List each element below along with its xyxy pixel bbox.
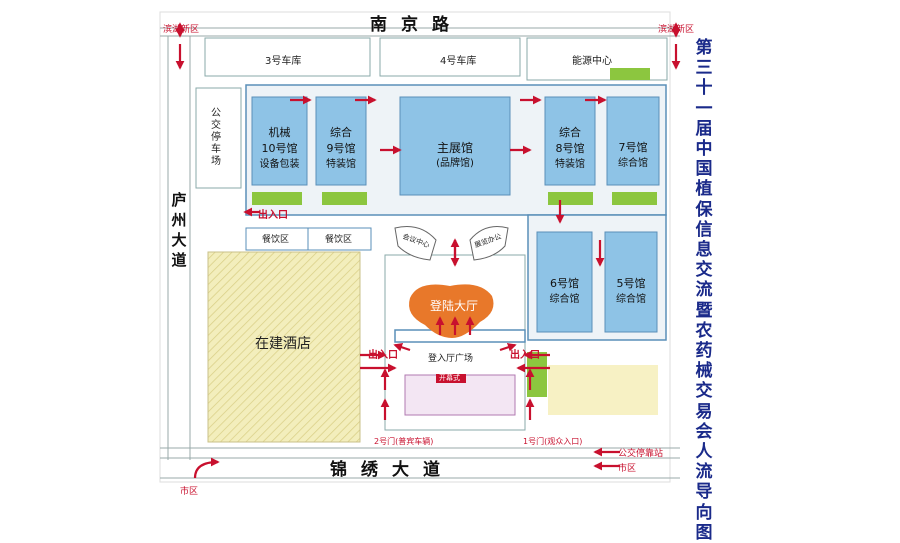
hall-main-label: 主展馆 (品牌馆) — [400, 140, 510, 172]
hall-8-label: 综合 8号馆 特装馆 — [545, 125, 595, 173]
road-west: 庐州大道 — [171, 191, 187, 269]
road-north: 南京路 — [370, 15, 463, 35]
hall-5 — [604, 231, 658, 333]
entrance-right: 出入口 — [510, 350, 540, 361]
opening-label: 开幕式 — [439, 374, 460, 382]
hotel-block — [207, 251, 361, 443]
hall-6-line2: 综合馆 — [549, 294, 580, 305]
direction-city: 市区 — [618, 464, 637, 474]
hall-5-line1: 5号馆 — [616, 277, 646, 290]
hall-10 — [251, 96, 308, 186]
hall-5-line2: 综合馆 — [616, 294, 646, 305]
garage-3: 3号车库 — [265, 56, 302, 67]
bus-parking: 公交停车场 — [211, 108, 221, 167]
garage-4: 4号车库 — [440, 56, 477, 67]
hall-9 — [315, 96, 367, 186]
venue-map — [159, 11, 681, 483]
gate-2: 2号门(普宾车辆) — [374, 437, 434, 446]
gate-1: 1号门(观众入口) — [523, 437, 583, 446]
energy-green — [610, 68, 650, 80]
energy-center: 能源中心 — [572, 56, 612, 67]
hall-10-line1: 机械 — [268, 126, 291, 139]
hall-main-line1: 主展馆 — [436, 141, 473, 155]
hall-7 — [606, 96, 660, 186]
garage-blocks — [204, 37, 668, 81]
dining-area-1: 餐饮区 — [262, 235, 290, 245]
hall-9-line2: 9号馆 — [326, 142, 356, 155]
direction-bus: 公交停靠站 — [618, 449, 664, 459]
entrance-west: 出入口 — [258, 210, 288, 221]
direction-bottom-left: 市区 — [180, 487, 199, 497]
hotel-label: 在建酒店 — [255, 336, 311, 352]
lobby-label: 登陆大厅 — [430, 299, 479, 313]
hall-6 — [536, 231, 593, 333]
direction-top-left: 滨湖新区 — [163, 25, 200, 35]
hall-main-line2: (品牌馆) — [436, 158, 474, 169]
map-title: 第三十一届中国植保信息交流暨农药械交易会人流导向图 — [695, 38, 713, 543]
hall-7-label: 7号馆 综合馆 — [607, 140, 659, 172]
hall-8-line3: 特装馆 — [555, 159, 585, 170]
plaza-label: 登入厅广场 — [428, 354, 474, 364]
road-south: 锦绣大道 — [330, 460, 454, 480]
hall-5-label: 5号馆 综合馆 — [605, 276, 657, 308]
hall-6-line1: 6号馆 — [550, 277, 579, 290]
hall-9-line1: 综合 — [330, 126, 352, 139]
entrance-left: 出入口 — [368, 350, 398, 361]
hall-7-line2: 综合馆 — [618, 158, 648, 169]
hall-7-line1: 7号馆 — [618, 141, 648, 154]
dining-area-2: 餐饮区 — [325, 235, 353, 245]
hall-10-line3: 设备包装 — [259, 159, 300, 170]
hall-9-line3: 特装馆 — [326, 159, 356, 170]
hall-main — [399, 96, 511, 196]
hall-10-line2: 10号馆 — [261, 142, 298, 155]
direction-top-right: 滨湖新区 — [658, 25, 695, 35]
hall-8 — [544, 96, 596, 186]
hall-10-label: 机械 10号馆 设备包装 — [252, 125, 307, 173]
hall-6-label: 6号馆 综合馆 — [537, 276, 592, 308]
hall-8-line2: 8号馆 — [555, 142, 585, 155]
hall-8-line1: 综合 — [559, 126, 581, 139]
hall-9-label: 综合 9号馆 特装馆 — [316, 125, 366, 173]
